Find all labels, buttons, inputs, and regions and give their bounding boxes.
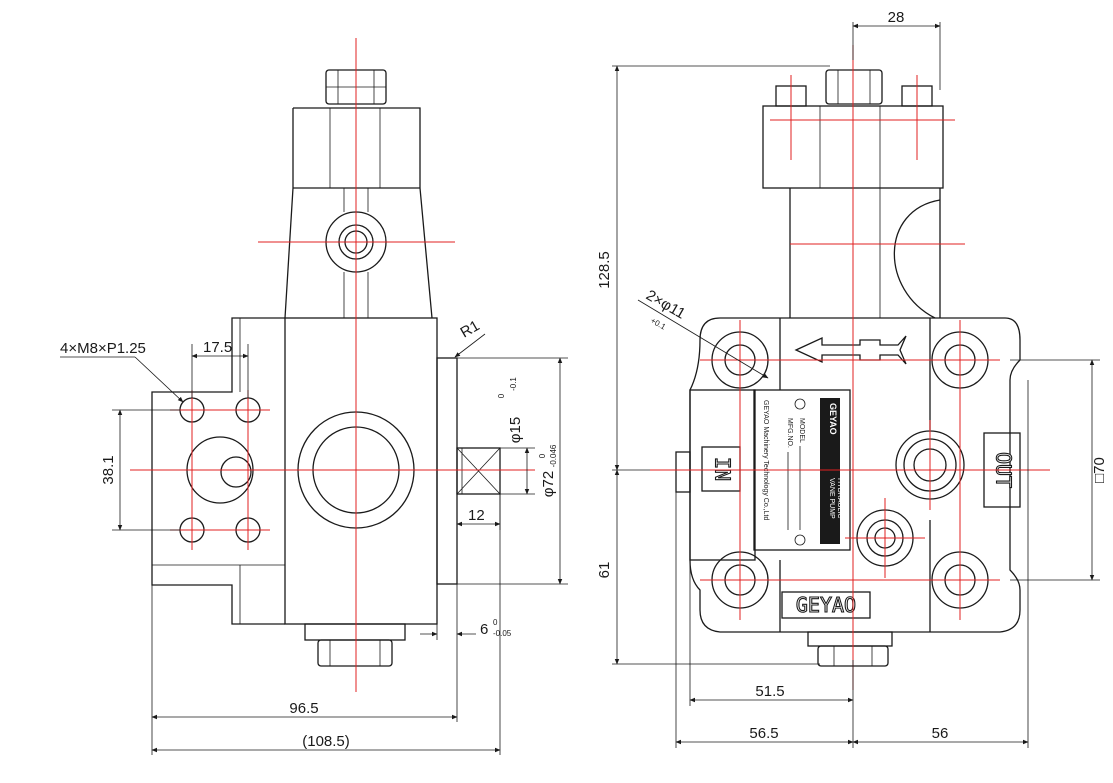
dim-total-len: (108.5) [302, 733, 350, 750]
dim-height-lower: 61 [596, 562, 613, 579]
dim-pilot-tol-upper: 0 [538, 453, 547, 458]
side-centerlines [130, 38, 535, 692]
front-dimension-lines [612, 22, 1100, 748]
front-view: IN OUT GEYAO GEYAO HYDRAULIC VANE PUMP M… [596, 9, 1108, 748]
dim-pilot-depth: 6 [480, 621, 488, 638]
flange [151, 317, 285, 625]
nameplate-model-label: MODEL [798, 418, 805, 443]
dim-pilot-depth-tol-upper: 0 [493, 618, 498, 627]
valve-housing [284, 107, 433, 319]
side-dimension-lines [60, 333, 568, 755]
brand-emboss-group: GEYAO [781, 591, 871, 619]
bottom-nut [304, 623, 406, 667]
dim-key-len: 12 [468, 507, 485, 524]
front-top-fittings [775, 69, 933, 107]
dim-pitch-v: 38.1 [100, 455, 117, 484]
pump-body [284, 317, 438, 625]
nameplate-product-1: HYDRAULIC [836, 478, 843, 518]
dim-pilot-depth-tol-lower: -0.05 [493, 629, 512, 638]
side-view: 4×M8×P1.25 17.5 38.1 R1 φ15 0 -0.1 φ72 0… [60, 38, 568, 755]
dim-thread-spec: 4×M8×P1.25 [60, 340, 146, 357]
brand-emboss: GEYAO [796, 593, 856, 617]
dim-right-width: 56 [932, 725, 949, 742]
dim-mount-holes-tol: +0.1 [649, 316, 668, 332]
dim-left-width: 56.5 [749, 725, 778, 742]
dim-shaft-dia: φ15 [507, 417, 524, 443]
port-in-label: IN [711, 457, 735, 481]
nameplate-brand: GEYAO [828, 403, 838, 435]
front-centerlines [650, 45, 1050, 690]
dim-base-offset: 51.5 [755, 683, 784, 700]
dim-top-offset: 28 [888, 9, 905, 26]
dim-body-len: 96.5 [289, 700, 318, 717]
dim-shaft-tol-lower: -0.1 [509, 377, 518, 391]
shaft-pilot [436, 357, 501, 585]
dim-shaft-tol-upper: 0 [497, 393, 506, 398]
dim-flange-square: □70 [1091, 457, 1108, 483]
dim-radius: R1 [458, 317, 483, 341]
nameplate-company: GEYAO Machinery Technology Co.,Ltd [762, 400, 769, 520]
dim-height-upper: 128.5 [596, 251, 613, 289]
port-in-label-group: IN [701, 446, 741, 492]
dim-pitch-h: 17.5 [203, 339, 232, 356]
dim-mount-holes: 2×φ11 [643, 287, 688, 323]
dim-pilot-tol-lower: -0.046 [549, 444, 558, 467]
nameplate-mfg-label: MFG.NO. [786, 418, 793, 448]
dim-pilot-dia: φ72 [540, 471, 557, 497]
nameplate-product-2: VANE PUMP [828, 478, 835, 519]
